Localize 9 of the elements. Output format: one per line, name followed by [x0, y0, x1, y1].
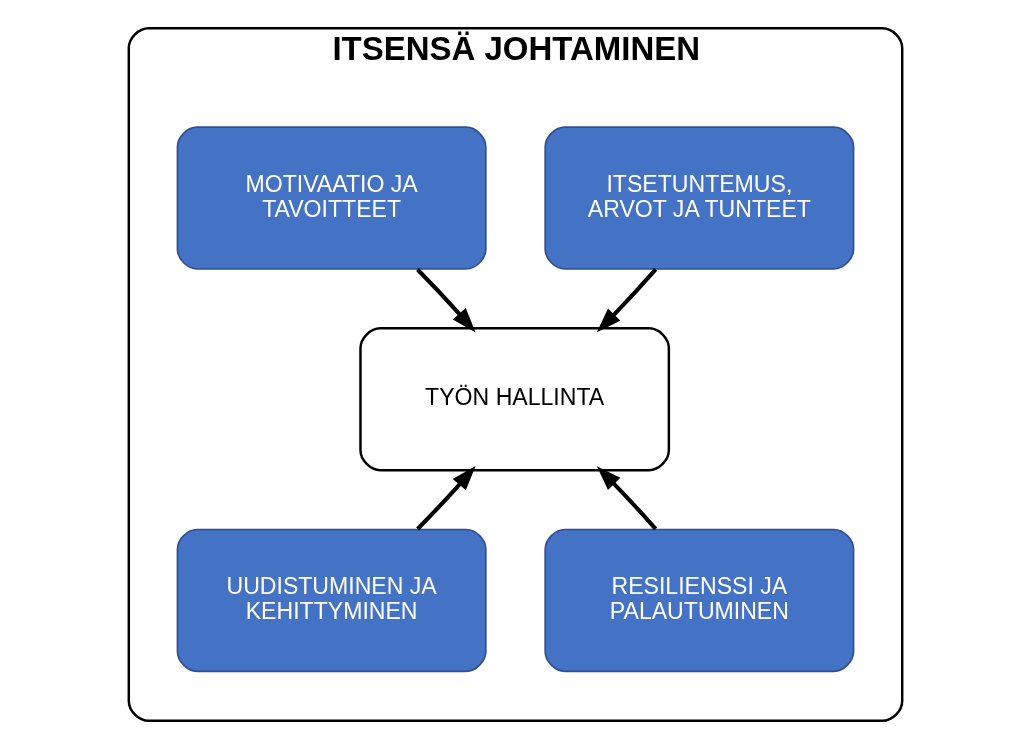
node-box: RESILIENSSI JA PALAUTUMINEN — [543, 528, 854, 673]
node-box: ITSETUNTEMUS, ARVOT JA TUNTEET — [543, 126, 854, 270]
node-box: TYÖN HALLINTA — [358, 327, 670, 472]
arrow — [596, 466, 657, 531]
arrow — [415, 268, 476, 333]
arrow — [415, 465, 476, 531]
node-box: UUDISTUMINEN JA KEHITTYMINEN — [176, 528, 487, 673]
node-box: MOTIVAATIO JA TAVOITTEET — [176, 126, 487, 270]
arrow — [596, 268, 657, 333]
